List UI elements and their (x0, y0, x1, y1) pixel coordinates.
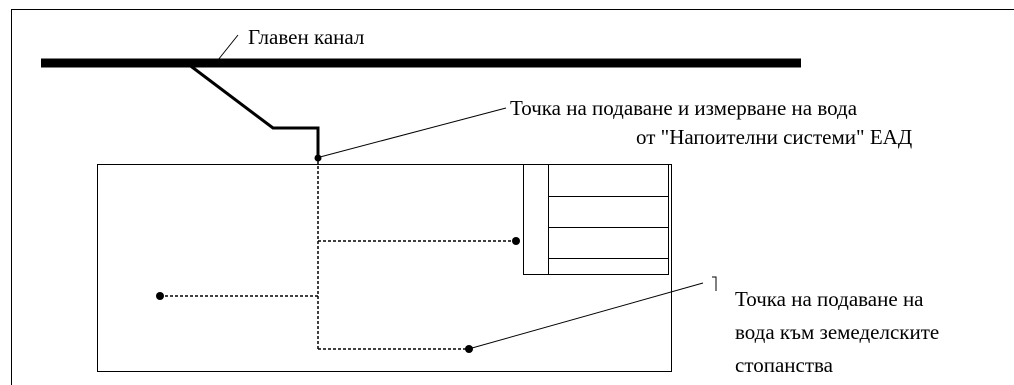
farm-point-leader (471, 282, 704, 349)
farm-point-west (156, 292, 164, 300)
farm-point-label-line3: стопанства (735, 353, 833, 377)
main-channel-label: Главен канал (248, 25, 365, 49)
measure-point (314, 154, 322, 162)
farm-point-label-line2: вода към земеделските (735, 320, 940, 344)
farm-point-south (465, 345, 473, 353)
farm-plot (97, 164, 672, 372)
farm-point-east (512, 237, 520, 245)
farm-point-leader-tick (712, 276, 717, 291)
measure-point-label-line2: от "Напоителни системи" ЕАД (636, 125, 913, 149)
building-block (523, 164, 669, 275)
farm-point-label-line1: Точка на подаване на (735, 287, 924, 311)
main-channel-leader (217, 34, 239, 61)
measure-point-label-line1: Точка на подаване и измерване на вода (510, 96, 858, 120)
measure-point-leader (319, 107, 507, 158)
offtake-channel (187, 62, 320, 158)
